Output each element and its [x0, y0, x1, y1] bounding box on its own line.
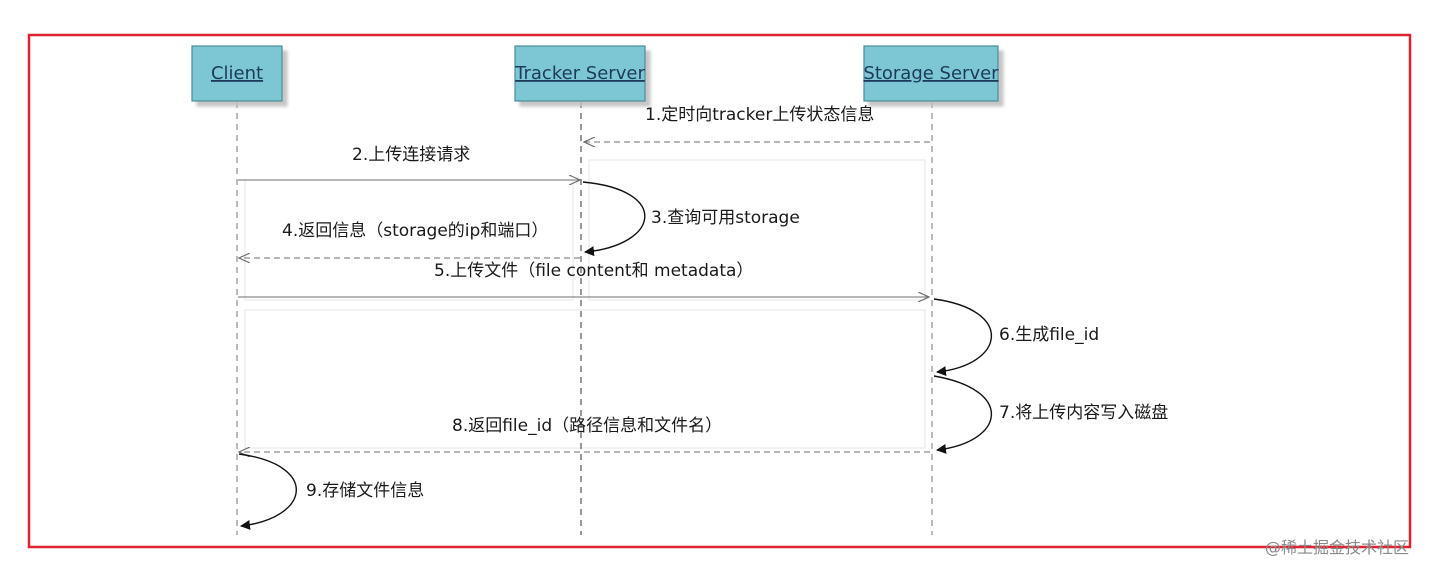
message-6-self-arrow — [933, 298, 992, 377]
actor-tracker-label: Tracker Server — [514, 63, 645, 84]
message-6-label: 6.生成file_id — [999, 325, 1099, 345]
message-4-label: 4.返回信息（storage的ip和端口） — [282, 221, 548, 241]
message-7-self-arrow — [933, 375, 992, 454]
message-1-label: 1.定时向tracker上传状态信息 — [645, 105, 874, 125]
message-9-label: 9.存储文件信息 — [306, 481, 424, 501]
message-7-label: 7.将上传内容写入磁盘 — [999, 403, 1168, 423]
activation-box-tracker — [588, 159, 926, 301]
message-5-label: 5.上传文件（file content和 metadata） — [434, 261, 753, 281]
actor-storage-label: Storage Server — [863, 63, 999, 84]
diagram-frame — [27, 33, 1412, 549]
actor-storage-server: Storage Server — [863, 45, 999, 102]
actor-client-label: Client — [211, 63, 263, 84]
watermark-text: @稀土掘金技术社区 — [1265, 538, 1409, 557]
activation-box-lower — [244, 309, 926, 449]
message-3-self-arrow — [582, 181, 646, 257]
message-2-label: 2.上传连接请求 — [352, 145, 470, 165]
actor-client: Client — [191, 45, 283, 102]
message-3-label: 3.查询可用storage — [651, 208, 800, 228]
message-9-self-arrow — [238, 453, 297, 530]
message-8-label: 8.返回file_id（路径信息和文件名） — [452, 416, 722, 436]
actor-tracker-server: Tracker Server — [514, 45, 646, 102]
